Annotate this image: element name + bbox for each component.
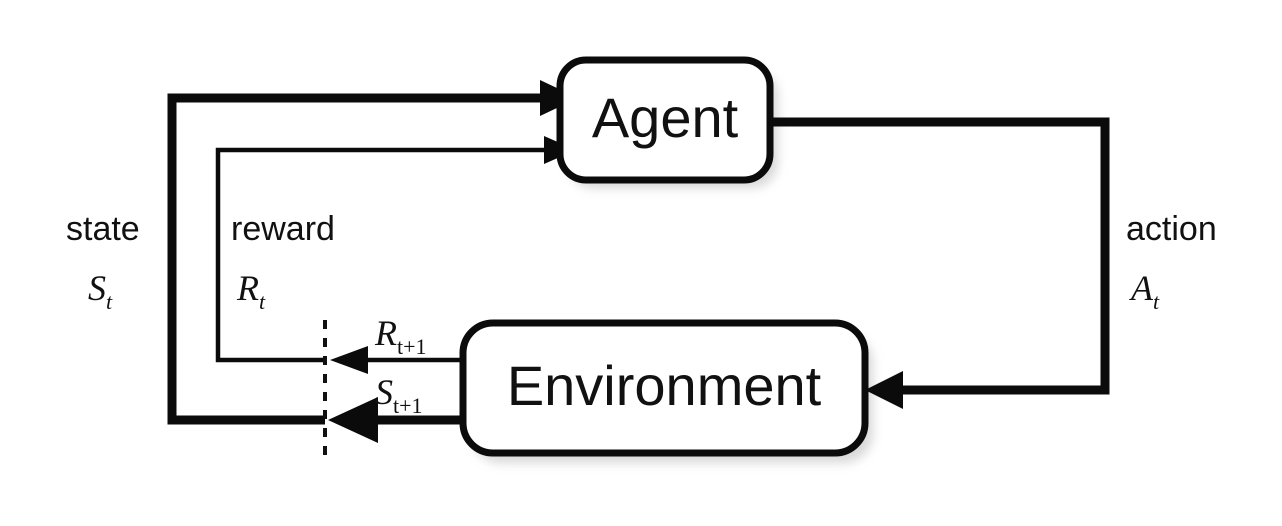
reward-next-base: R [374,313,397,353]
action-symbol-subscript: t [1153,289,1160,314]
state-label-symbol: St [88,268,113,314]
action-label-symbol: At [1129,268,1160,314]
state-next-subscript: t+1 [393,393,423,418]
action-output-path [770,117,1110,395]
reward-label-symbol: Rt [236,268,266,314]
agent-node-label: Agent [592,86,739,149]
reward-feedback-path [215,147,544,363]
environment-node[interactable] [459,319,869,457]
state-next-label: St+1 [375,372,423,418]
reward-label-word: reward [231,210,335,248]
state-label-word: state [66,210,140,248]
action-output-arrowhead [865,371,903,409]
environment-node-label: Environment [507,354,822,417]
reward-next-subscript: t+1 [397,334,427,359]
reward-symbol-base: R [236,268,259,308]
state-feedback-path [167,93,540,425]
reward-next-label: Rt+1 [374,313,427,359]
agent-node[interactable] [556,56,774,184]
action-symbol-base: A [1129,268,1154,308]
state-symbol-base: S [88,268,106,308]
state-symbol-subscript: t [106,289,113,314]
action-label-word: action [1126,210,1217,248]
reward-next-arrowhead [330,346,368,374]
state-next-arrowhead [328,397,378,443]
reward-symbol-subscript: t [259,289,266,314]
state-next-base: S [375,372,393,412]
